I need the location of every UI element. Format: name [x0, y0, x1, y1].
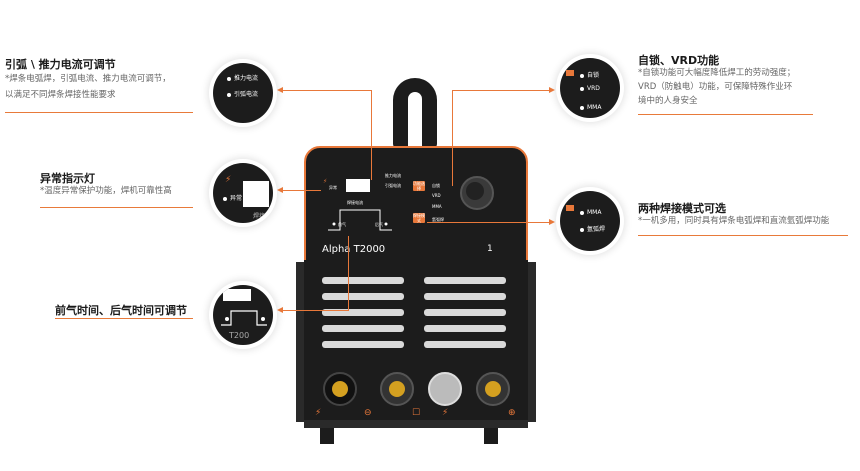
modes-opt-tig: 氩弧焊 — [587, 226, 606, 233]
connector-arrow-icon — [549, 219, 555, 225]
modes-opt-mma: MMA — [587, 209, 602, 216]
graph-pre-gas-label: 前气 — [338, 222, 346, 227]
gas-time-underline — [55, 318, 193, 319]
socket-gas[interactable] — [428, 372, 462, 406]
gas-symbol-icon: ⚡ — [442, 408, 449, 418]
panel-warning-icon: ⚡ — [323, 178, 328, 185]
foot-left — [320, 428, 334, 444]
handle-opening — [408, 92, 422, 148]
indicator-desc: *温度异常保护功能，焊机可靠性高 — [40, 186, 172, 196]
connector-line — [281, 90, 372, 91]
callout-weld-label: 焊接 — [253, 213, 266, 220]
graph-current-label: 焊接电流 — [347, 200, 363, 205]
panel-ignite-label: 引弧电流 — [385, 183, 401, 188]
connector-arrow-icon — [277, 307, 283, 313]
torch-symbol-icon: ⚡ — [315, 408, 322, 418]
modes-callout-button — [566, 205, 574, 211]
indicator-callout: ⚡ 异常 焊接 — [213, 163, 273, 223]
gas-time-callout: T200 — [213, 285, 273, 345]
indicator-underline — [40, 207, 193, 208]
panel-tig-label: 氩弧焊 — [432, 217, 444, 222]
warning-icon: ⚡ — [225, 175, 232, 185]
arc-force-callout: 推力电流 引弧电流 — [213, 63, 273, 123]
panel-self-lock-label: 自锁 — [432, 183, 440, 188]
callout-display — [243, 181, 269, 207]
callout-alarm-label: 异常 — [230, 195, 243, 202]
modes-desc: *一机多用，同时具有焊条电弧焊和直流氩弧焊功能 — [638, 216, 830, 226]
arc-force-title: 引弧 \ 推力电流可调节 — [5, 58, 116, 71]
modes-underline — [638, 235, 848, 236]
arc-force-desc-2: 以满足不同焊条焊接性能要求 — [5, 90, 116, 100]
vent-slot — [322, 309, 404, 316]
connector-arrow-icon — [277, 187, 283, 193]
socket-positive-core — [485, 381, 501, 397]
vrd-opt-vrd: VRD — [587, 85, 600, 92]
callout-push-label: 推力电流 — [234, 75, 259, 82]
panel-alarm-label: 异常 — [329, 185, 337, 190]
body-side-left — [296, 262, 304, 422]
vent-slot — [322, 277, 404, 284]
control-symbol-icon: ☐ — [412, 408, 421, 418]
callout-model-text: T200 — [229, 331, 250, 340]
knob-cap — [466, 182, 484, 200]
vent-slot — [424, 309, 506, 316]
panel-mma-label: MMA — [432, 204, 442, 209]
connector-line — [452, 90, 453, 186]
model-name: Alpha T2000 — [322, 244, 386, 255]
connector-line — [452, 90, 550, 91]
vrd-desc-3: 境中的人身安全 — [638, 96, 698, 106]
connector-arrow-icon — [277, 87, 283, 93]
function-select-button[interactable]: 功能选择 — [413, 181, 425, 191]
body-base — [304, 420, 528, 428]
weld-mode-button[interactable]: 焊接模式 — [413, 213, 425, 223]
connector-line — [427, 222, 550, 223]
plus-symbol-icon: ⊕ — [508, 408, 516, 418]
connector-line — [348, 236, 349, 310]
vrd-opt-self-lock: 自锁 — [587, 72, 600, 79]
vent-slot — [424, 341, 506, 348]
vent-slot — [322, 341, 404, 348]
callout-gas-display — [223, 289, 251, 301]
socket-negative-core — [389, 381, 405, 397]
vrd-callout: 自锁 VRD MMA — [560, 58, 620, 118]
connector-line — [371, 90, 372, 180]
panel-display[interactable] — [346, 179, 370, 192]
vent-slot — [322, 293, 404, 300]
arc-force-underline — [5, 112, 193, 113]
gas-graph-icon — [221, 310, 267, 326]
vent-slot — [424, 293, 506, 300]
connector-line — [281, 310, 349, 311]
control-knob[interactable] — [460, 176, 494, 210]
connector-arrow-icon — [549, 87, 555, 93]
panel-push-label: 推力电流 — [385, 173, 401, 178]
front-panel — [304, 146, 528, 262]
modes-callout: MMA 氩弧焊 — [560, 191, 620, 251]
gas-time-title: 前气时间、后气时间可调节 — [55, 304, 187, 317]
modes-title: 两种焊接模式可选 — [638, 202, 726, 215]
minus-symbol-icon: ⊖ — [364, 408, 372, 418]
indicator-title: 异常指示灯 — [40, 172, 95, 185]
connector-line — [281, 190, 321, 191]
panel-vrd-label: VRD — [432, 193, 441, 198]
vrd-desc-1: *自锁功能可大幅度降低焊工的劳动强度； — [638, 68, 796, 78]
vrd-underline — [638, 114, 813, 115]
arc-force-desc-1: *焊条电弧焊，引弧电流、推力电流可调节， — [5, 74, 171, 84]
vrd-callout-button — [566, 70, 574, 76]
panel-weld-graph — [328, 209, 392, 231]
vrd-desc-2: VRD（防触电）功能，可保障特殊作业环 — [638, 82, 793, 92]
vent-slot — [424, 277, 506, 284]
callout-ignite-label: 引弧电流 — [234, 91, 259, 98]
graph-post-gas-label: 后气 — [375, 222, 383, 227]
socket-torch-core — [332, 381, 348, 397]
vent-slot — [322, 325, 404, 332]
vrd-title: 自锁、VRD功能 — [638, 54, 720, 67]
power-mark: 1 — [487, 244, 493, 254]
body-side-right — [528, 262, 536, 422]
foot-right — [484, 428, 498, 444]
vrd-opt-mma: MMA — [587, 104, 602, 111]
vent-slot — [424, 325, 506, 332]
